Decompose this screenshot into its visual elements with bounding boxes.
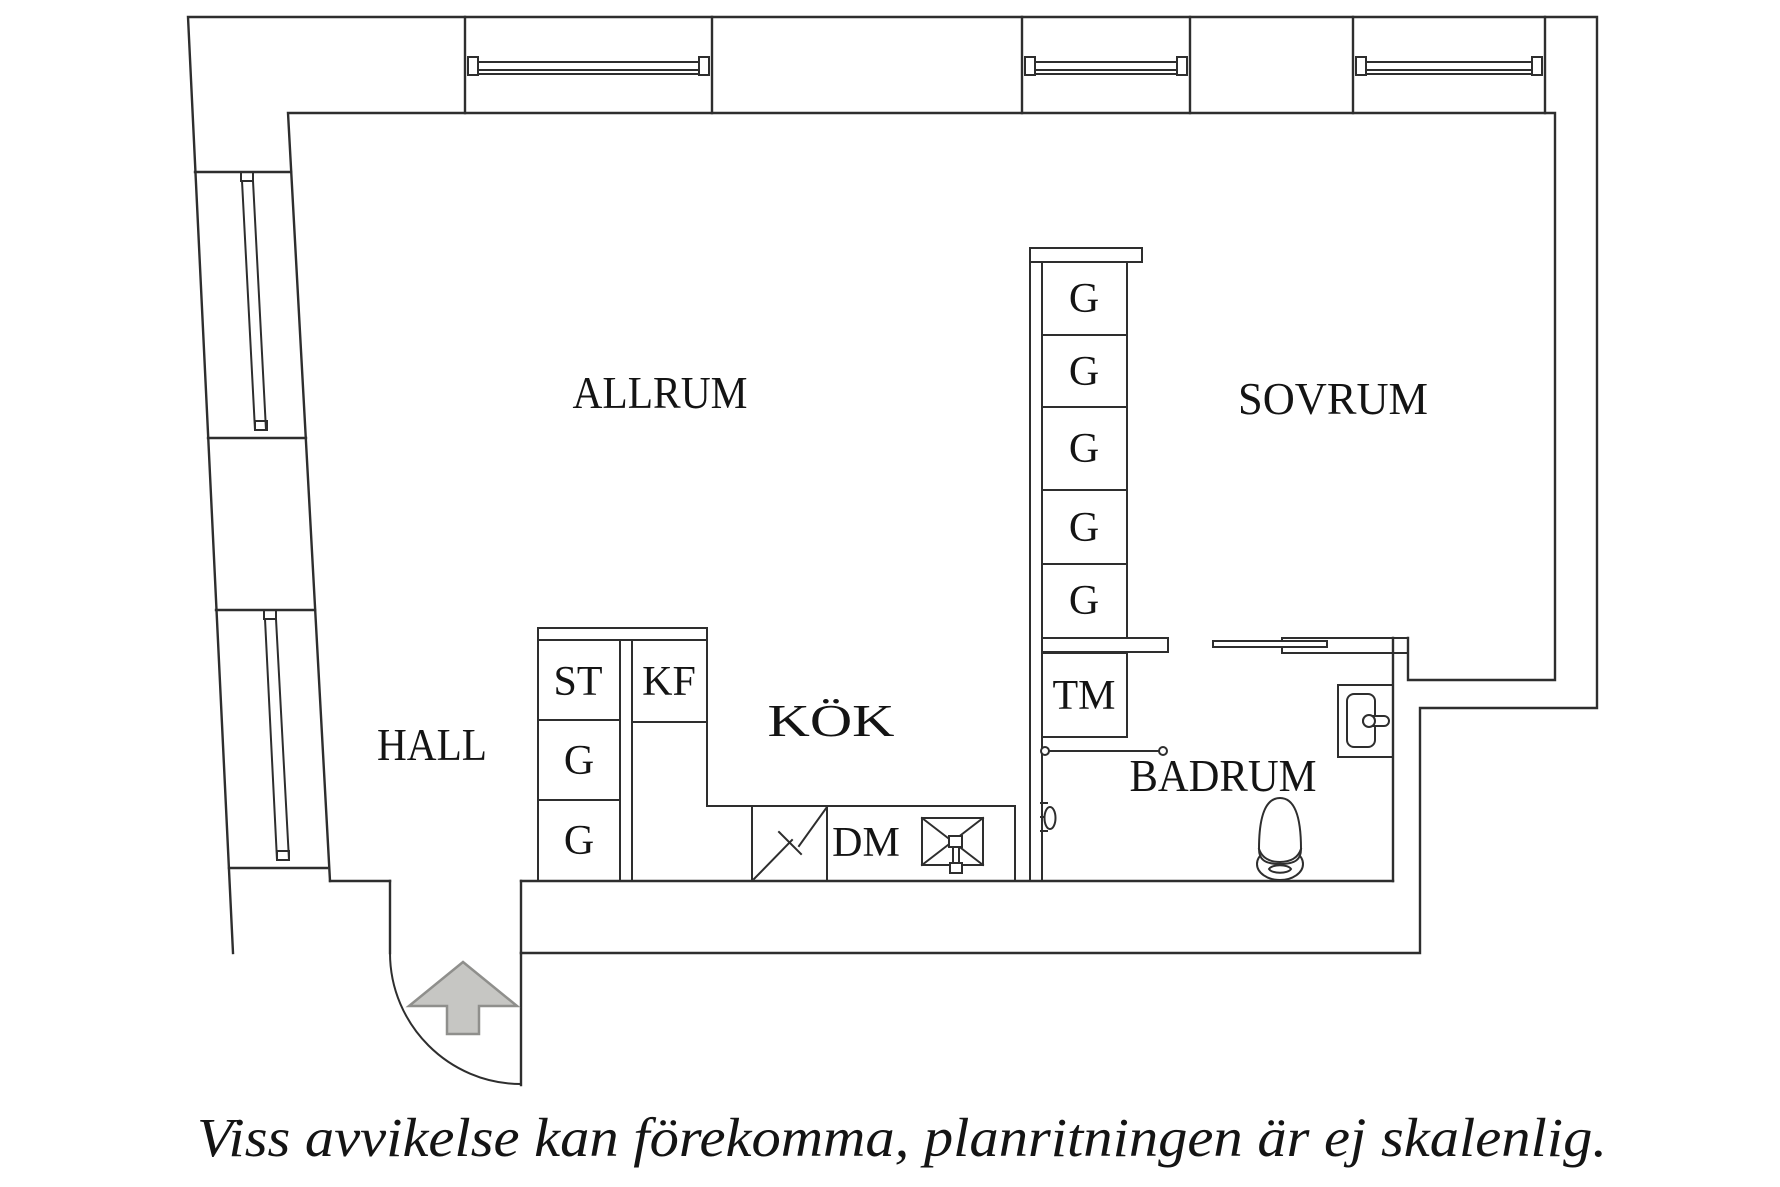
window-panes xyxy=(1365,61,1533,75)
window-icon xyxy=(1355,56,1543,76)
stove-diagonal xyxy=(752,838,794,881)
washbasin-icon xyxy=(1337,684,1394,758)
sliding-door-leaf xyxy=(1212,640,1328,648)
toilet-flush xyxy=(1267,864,1293,874)
curtain-end xyxy=(1158,746,1168,756)
room-label-badrum: BADRUM xyxy=(1130,750,1317,801)
window-cap xyxy=(1176,56,1188,76)
washing-machine-box xyxy=(1041,652,1128,738)
window-cap xyxy=(240,171,254,182)
window-panes xyxy=(240,179,268,432)
room-label-allrum: ALLRUM xyxy=(573,367,748,418)
window-icon xyxy=(240,171,268,432)
washing-machine-label-tm: TM xyxy=(1053,673,1116,719)
washbasin-faucet-knob xyxy=(1362,714,1376,728)
cabinet-top-panel xyxy=(537,627,708,641)
hall-cabinet-column xyxy=(537,639,621,882)
sink-drain-foot xyxy=(949,862,963,874)
fridge-label-kf: KF xyxy=(642,659,696,705)
disclaimer-caption: Viss avvikelse kan förekomma, planritnin… xyxy=(197,1107,1607,1168)
sink-center xyxy=(948,835,963,848)
wardrobe-label: G xyxy=(1069,349,1099,395)
entrance-arrow-icon xyxy=(405,960,521,1036)
window-cap xyxy=(698,56,710,76)
wardrobe-label: G xyxy=(1069,276,1099,322)
labels: ALLRUM SOVRUM HALL KÖK BADRUM ST KF G G … xyxy=(197,276,1607,1168)
sink-icon xyxy=(920,816,985,874)
room-label-kok: KÖK xyxy=(768,695,895,746)
outer-wall xyxy=(186,15,1599,955)
window-cap xyxy=(1024,56,1036,76)
wardrobe-label: G xyxy=(1069,578,1099,624)
wall-fixture-icon xyxy=(1040,802,1057,832)
stove-tick xyxy=(777,830,803,856)
toilet-icon xyxy=(1256,796,1304,881)
shower-curtain-icon xyxy=(1040,746,1168,756)
wardrobe-label: G xyxy=(564,818,594,864)
window-cap xyxy=(1355,56,1367,76)
wardrobe-label: G xyxy=(564,738,594,784)
toilet-bowl xyxy=(1257,796,1303,866)
stove-diagonal xyxy=(797,805,829,848)
window-panes xyxy=(477,61,700,75)
window-icon xyxy=(467,56,710,76)
window-icon xyxy=(1024,56,1188,76)
room-label-hall: HALL xyxy=(377,719,487,770)
curtain-end xyxy=(1040,746,1050,756)
room-label-sovrum: SOVRUM xyxy=(1238,373,1428,424)
washbasin-outline xyxy=(1337,684,1394,758)
window-cap xyxy=(263,609,277,620)
inner-wall xyxy=(286,111,1557,883)
toilet-rim xyxy=(1257,847,1303,864)
stove-icon xyxy=(752,805,829,881)
window-panes xyxy=(1034,61,1178,75)
fridge-freezer-box xyxy=(631,639,708,723)
wardrobe-label: G xyxy=(1069,426,1099,472)
wardrobe-label: G xyxy=(1069,505,1099,551)
wall-lines xyxy=(186,15,1599,1087)
window-cap xyxy=(1531,56,1543,76)
fixture-knob xyxy=(1043,806,1057,830)
window-icon xyxy=(263,609,291,862)
window-panes xyxy=(263,617,291,862)
window-cap xyxy=(467,56,479,76)
entry-door-arc xyxy=(388,951,523,1086)
dishwasher-label-dm: DM xyxy=(832,820,900,866)
closet-label-st: ST xyxy=(553,659,602,705)
